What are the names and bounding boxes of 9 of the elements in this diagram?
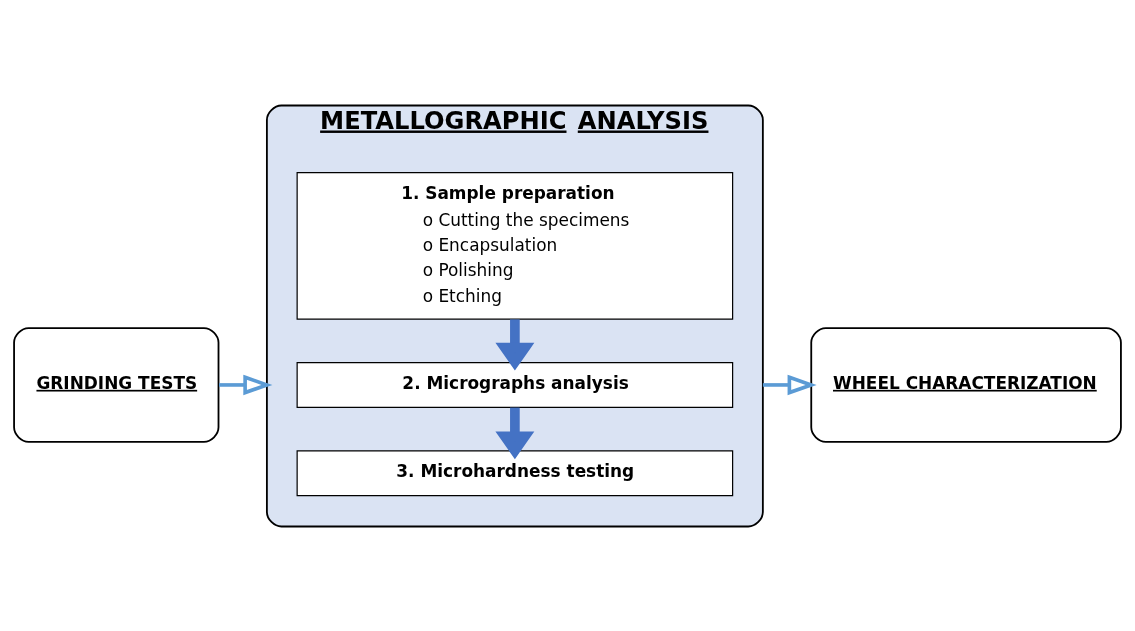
arrow [495, 318, 535, 371]
arrow [495, 407, 535, 459]
arrow [219, 374, 273, 395]
node-box: GRINDING TESTS [13, 326, 220, 443]
node-box: 1. Sample preparation o Cutting the specimens o Encapsulation o Polishing o Etching [296, 171, 734, 320]
arrow [762, 374, 817, 395]
node-box: 2. Micrographs analysis [296, 361, 734, 408]
node-box: WHEEL CHARACTERIZATION [810, 326, 1122, 443]
node-box: 3. Microhardness testing [296, 449, 734, 496]
